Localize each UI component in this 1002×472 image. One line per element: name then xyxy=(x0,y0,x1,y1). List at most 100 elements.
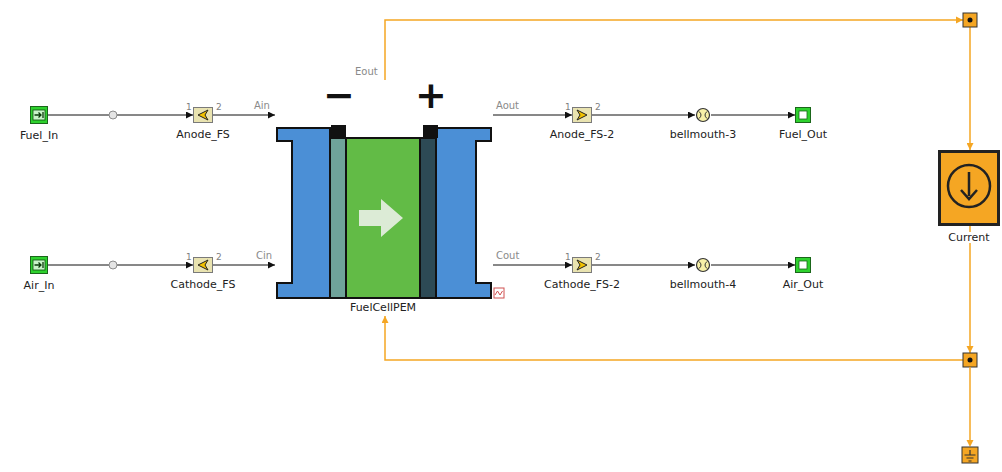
fluid-line xyxy=(48,115,193,116)
block-icon xyxy=(795,107,811,123)
block-icon xyxy=(695,257,711,273)
port-number: 2 xyxy=(216,253,222,262)
junction-dot xyxy=(968,358,973,363)
source-circle xyxy=(948,165,990,207)
fuel-cell: FuelCellPEMEout−+AinAoutCinCout xyxy=(275,80,493,316)
port-face xyxy=(33,260,45,270)
inport-block: Fuel_In xyxy=(30,106,48,124)
ground-wire xyxy=(969,367,971,440)
block-name: bellmouth-3 xyxy=(670,129,737,140)
flow-sensor: Cathode_FS12 xyxy=(193,257,213,273)
port-label: Cout xyxy=(496,251,519,261)
inport-block: Air_In xyxy=(30,256,48,274)
flow-sensor: Anode_FS12 xyxy=(193,107,213,123)
block-name: Fuel_In xyxy=(20,130,58,141)
block-name: Cathode_FS xyxy=(171,279,236,290)
block-name: Fuel_Out xyxy=(779,129,827,140)
fluid-line xyxy=(213,115,275,116)
bellmouth-body xyxy=(697,259,710,272)
fluid-line xyxy=(711,115,795,116)
port-label: Ain xyxy=(254,101,270,111)
fluid-line xyxy=(493,115,572,116)
fluid-line xyxy=(48,265,193,266)
block-icon xyxy=(193,257,213,273)
wire-arrow xyxy=(967,346,974,353)
pipe-node xyxy=(109,111,117,119)
port-square xyxy=(31,107,48,124)
flow-arrow xyxy=(359,199,403,237)
block-name: Cathode_FS-2 xyxy=(544,279,620,290)
ground-mark xyxy=(965,450,976,461)
sensor-chevron xyxy=(577,110,587,120)
block-icon xyxy=(30,256,48,274)
port-number: 2 xyxy=(216,103,222,112)
port-label: Cin xyxy=(256,251,272,261)
port-number: 2 xyxy=(595,103,601,112)
flow-sensor: Anode_FS-212 xyxy=(572,107,592,123)
outport-block: Fuel_Out xyxy=(795,107,811,123)
terminal xyxy=(331,125,346,138)
bellmouth-block: bellmouth-3 xyxy=(695,107,711,123)
probe-wave xyxy=(495,291,503,295)
port-number: 2 xyxy=(595,253,601,262)
sensor-chevron xyxy=(198,110,208,120)
sensor-frame xyxy=(573,108,592,123)
probe-icon xyxy=(494,288,504,298)
block-name: FuelCellPEM xyxy=(350,302,416,313)
source-arrow xyxy=(961,172,977,199)
pipe-node xyxy=(109,261,117,269)
fluid-line xyxy=(711,265,795,266)
polarity-sign: − xyxy=(323,76,355,114)
block-icon xyxy=(572,107,592,123)
block-icon xyxy=(938,150,1000,226)
port-arrow xyxy=(35,112,44,118)
flow-sensor: Cathode_FS-212 xyxy=(572,257,592,273)
sensor-frame xyxy=(194,258,213,273)
fluid-line xyxy=(213,265,275,266)
block-icon xyxy=(795,257,811,273)
port-number: 1 xyxy=(565,103,571,112)
junction-dot xyxy=(968,18,973,23)
port-label: Aout xyxy=(496,101,519,111)
sensor-chevron xyxy=(577,260,587,270)
wire-arrow xyxy=(967,440,974,447)
source-frame xyxy=(940,152,999,225)
flow-plate xyxy=(436,128,491,298)
anode-layer xyxy=(330,138,346,298)
bellmouth-mark xyxy=(699,112,707,119)
terminal xyxy=(423,125,438,138)
block-name: Anode_FS-2 xyxy=(550,129,615,140)
port-arrow xyxy=(35,262,44,268)
port-square xyxy=(796,108,811,123)
bellmouth-body xyxy=(697,109,710,122)
sensor-frame xyxy=(194,108,213,123)
fluid-line xyxy=(592,115,695,116)
block-name: Anode_FS xyxy=(176,129,230,140)
block-icon xyxy=(275,80,493,316)
block-name: Air_In xyxy=(24,280,55,291)
block-name: Air_Out xyxy=(783,279,824,290)
block-name: Current xyxy=(946,232,991,243)
block-icon xyxy=(572,257,592,273)
port-square xyxy=(796,258,811,273)
flow-plate xyxy=(277,128,330,298)
bellmouth-block: bellmouth-4 xyxy=(695,257,711,273)
port-number: 1 xyxy=(186,103,192,112)
ground-symbol xyxy=(962,447,978,463)
polarity-sign: + xyxy=(415,76,447,114)
bellmouth-mark xyxy=(699,262,707,269)
fluid-line xyxy=(592,265,695,266)
sensor-frame xyxy=(573,258,592,273)
wire-arrow xyxy=(956,17,963,24)
wire-junction xyxy=(963,13,977,27)
block-icon xyxy=(193,107,213,123)
fluid-line xyxy=(493,265,572,266)
current-source: Current xyxy=(938,150,1000,226)
wire-junction xyxy=(963,353,977,367)
port-label: Eout xyxy=(355,67,378,77)
outport-block: Air_Out xyxy=(795,257,811,273)
port-square xyxy=(31,257,48,274)
port-number: 1 xyxy=(186,253,192,262)
